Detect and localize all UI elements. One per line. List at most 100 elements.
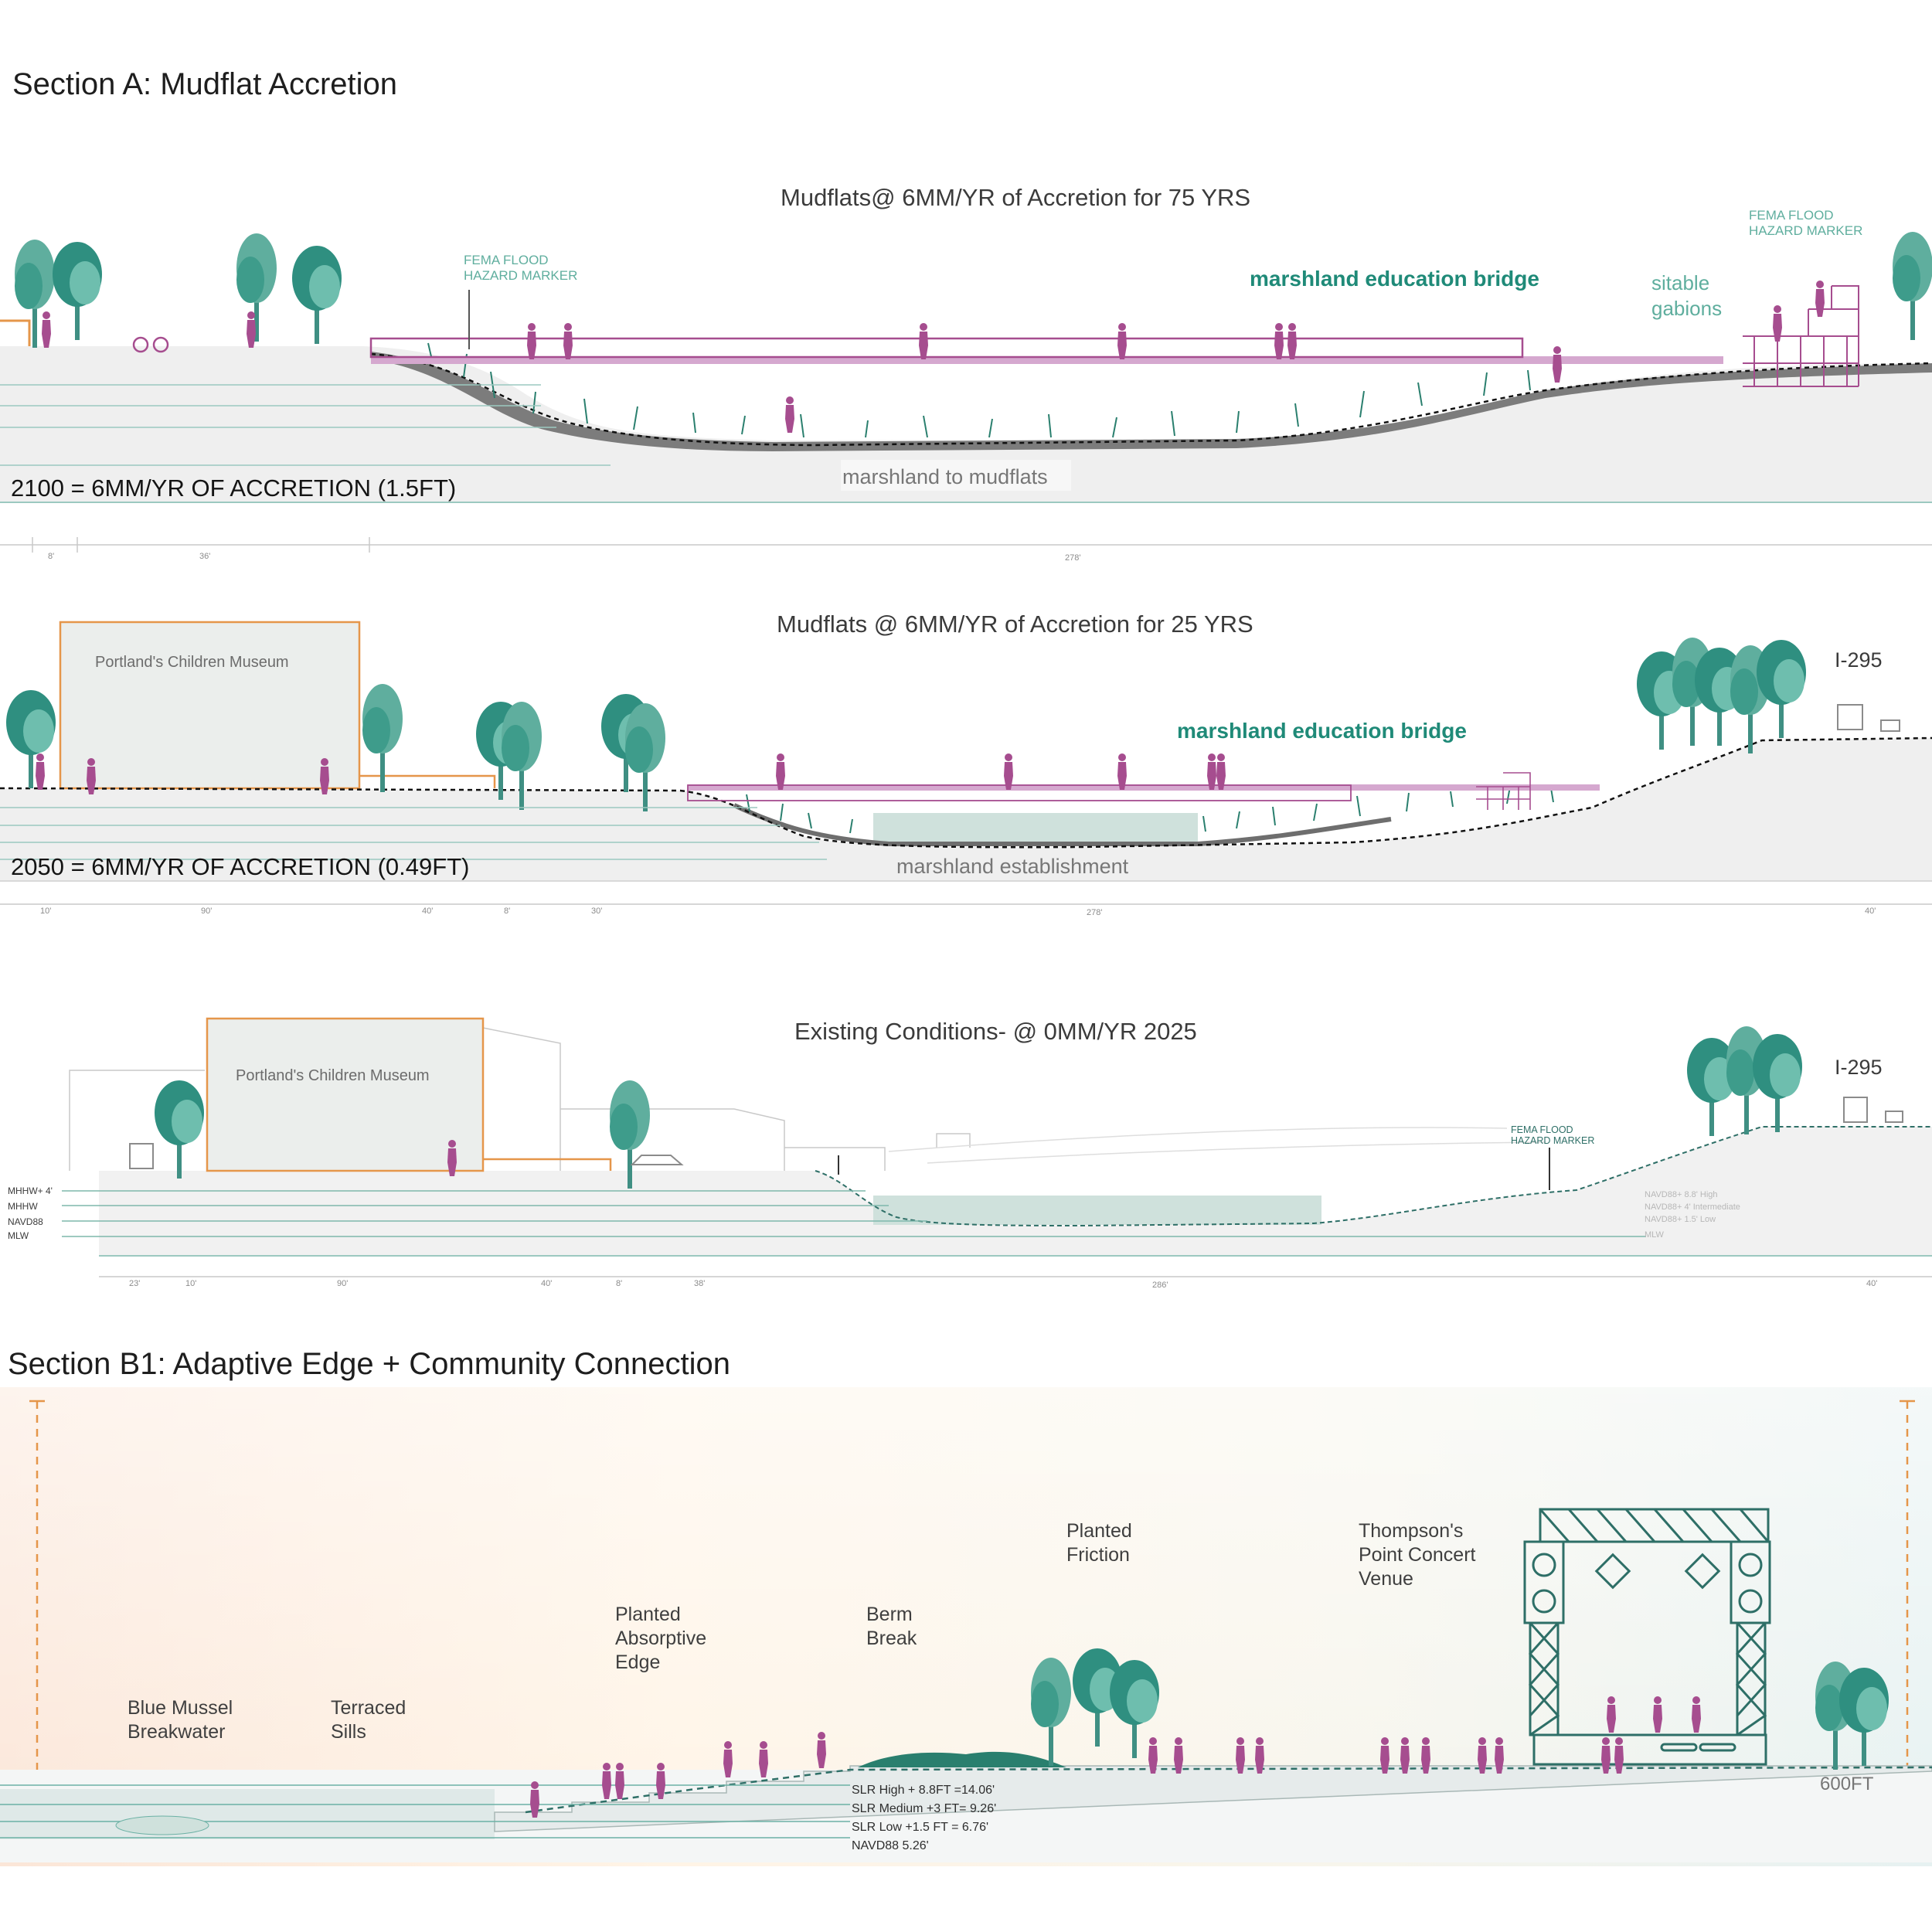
dim-label: 40' xyxy=(422,906,433,916)
fema-label-right-line1: FEMA FLOOD xyxy=(1749,208,1834,223)
section-b1-title: Section B1: Adaptive Edge + Community Co… xyxy=(8,1347,730,1381)
dim-label: 10' xyxy=(185,1279,196,1288)
ground-label-2100: marshland to mudflats xyxy=(842,465,1048,488)
datum-left: NAVD88 xyxy=(8,1216,43,1227)
waterline-2025 xyxy=(815,1126,1932,1227)
slr-label-navd88: NAVD88 5.26' xyxy=(852,1839,929,1852)
background-buildings-2025 xyxy=(69,1027,971,1171)
dim-label: 40' xyxy=(1865,906,1876,916)
gabion-label-line1: sitable xyxy=(1651,271,1709,294)
panel-2100-heading: Mudflats@ 6MM/YR of Accretion for 75 YRS xyxy=(781,184,1250,211)
orange-structure-2025 xyxy=(483,1158,612,1171)
bridge-label-2100: marshland education bridge xyxy=(1250,267,1539,291)
extent-marker-right xyxy=(1900,1400,1915,1862)
dim-label: 90' xyxy=(337,1279,348,1288)
dim-label: 10' xyxy=(40,906,51,916)
year-label-2100: 2100 = 6MM/YR OF ACCRETION (1.5FT) xyxy=(11,474,456,502)
slr-label-high: SLR High + 8.8FT =14.06' xyxy=(852,1784,995,1797)
orange-structure-2100 xyxy=(0,319,31,346)
fema-label-right-line2: HAZARD MARKER xyxy=(1749,223,1862,238)
bridge-rail-2050 xyxy=(687,784,1352,801)
datum-right: NAVD88+ 8.8' High xyxy=(1645,1190,1718,1199)
section-panel-2025: Existing Conditions- @ 0MM/YR 2025 Portl… xyxy=(8,1017,1932,1290)
datum-right: NAVD88+ 4' Intermediate xyxy=(1645,1202,1740,1212)
ground-profile-2050 xyxy=(0,738,1932,881)
ground-profile-2025 xyxy=(99,1127,1932,1256)
water-level-dashline xyxy=(525,1766,1932,1814)
slr-label-low: SLR Low +1.5 FT = 6.76' xyxy=(852,1821,988,1834)
highway-label-2025: I-295 xyxy=(1835,1056,1883,1079)
extent-label-600ft: 600FT xyxy=(1820,1774,1874,1794)
tree-icon xyxy=(292,246,342,344)
dim-label: 278' xyxy=(1065,553,1080,563)
museum-building-2050 xyxy=(59,621,361,790)
label-terraced-line1: Terraced xyxy=(331,1697,406,1719)
bridge-label-2050: marshland education bridge xyxy=(1177,719,1467,743)
label-berm-line2: Break xyxy=(866,1628,917,1649)
dim-label: 8' xyxy=(504,906,510,916)
dim-label: 40' xyxy=(541,1279,552,1288)
vehicles-2050 xyxy=(1837,704,1900,732)
b1-water xyxy=(0,1789,495,1839)
background-hills-2025 xyxy=(888,1127,1546,1164)
datum-left: MHHW+ 4' xyxy=(8,1185,53,1196)
gabions-2050 xyxy=(1476,772,1531,810)
tree-icon xyxy=(155,1080,204,1179)
label-planted-edge-line2: Absorptive xyxy=(615,1628,706,1649)
dim-label: 40' xyxy=(1866,1279,1877,1288)
year-label-2050: 2050 = 6MM/YR OF ACCRETION (0.49FT) xyxy=(11,853,469,880)
datum-lines-2025 xyxy=(62,1190,1646,1237)
water-body-2025 xyxy=(873,1196,1321,1225)
label-blue-mussel-line2: Breakwater xyxy=(128,1721,225,1743)
marsh-grass-2050 xyxy=(746,786,1554,834)
datum-left: MHHW xyxy=(8,1201,38,1212)
channel-bed-2050 xyxy=(733,803,1392,846)
dim-label: 38' xyxy=(694,1279,705,1288)
datum-right: NAVD88+ 1.5' Low xyxy=(1645,1215,1716,1224)
datum-lines-2100 xyxy=(0,384,611,466)
section-panel-2100: Mudflats@ 6MM/YR of Accretion for 75 YRS xyxy=(0,184,1932,563)
tree-icon xyxy=(53,242,102,340)
vehicles-2025 xyxy=(129,1097,1903,1169)
label-berm-line1: Berm xyxy=(866,1604,913,1625)
dim-label: 278' xyxy=(1087,908,1102,917)
dim-label: 8' xyxy=(616,1279,622,1288)
label-venue-line1: Thompson's xyxy=(1359,1520,1463,1542)
fema-label-left-line1: FEMA FLOOD xyxy=(464,253,549,267)
education-bridge-2100 xyxy=(371,356,1723,364)
tree-icon xyxy=(1757,640,1806,738)
bicycle-icon xyxy=(132,336,169,353)
fema-label-2025-line1: FEMA FLOOD xyxy=(1511,1124,1573,1135)
dim-label: 286' xyxy=(1152,1281,1168,1290)
tree-icon xyxy=(236,233,277,342)
tree-icon xyxy=(1893,232,1932,340)
gabion-label-line2: gabions xyxy=(1651,297,1722,320)
datum-lines-2050 xyxy=(0,807,827,860)
museum-building-2025 xyxy=(206,1017,485,1172)
datum-right: MLW xyxy=(1645,1230,1664,1240)
museum-label-2050: Portland's Children Museum xyxy=(95,654,289,671)
berm-break xyxy=(858,1751,1066,1767)
label-planted-edge-line3: Edge xyxy=(615,1651,660,1673)
label-planted-friction-line1: Planted xyxy=(1066,1520,1132,1542)
water-body-2050 xyxy=(873,813,1198,845)
ground-label-2050: marshland establishment xyxy=(896,855,1129,878)
label-venue-line3: Venue xyxy=(1359,1568,1413,1590)
ground-label-bg-2100 xyxy=(841,460,1071,491)
label-terraced-line2: Sills xyxy=(331,1721,366,1743)
dim-label: 23' xyxy=(129,1279,140,1288)
section-panel-2050: Mudflats @ 6MM/YR of Accretion for 25 YR… xyxy=(0,611,1932,917)
panel-2025-heading: Existing Conditions- @ 0MM/YR 2025 xyxy=(794,1018,1197,1045)
extent-marker-left xyxy=(29,1400,45,1862)
blue-mussel-breakwater xyxy=(115,1815,209,1835)
section-a-title: Section A: Mudflat Accretion xyxy=(12,67,397,101)
label-planted-friction-line2: Friction xyxy=(1066,1544,1130,1566)
datum-left: MLW xyxy=(8,1230,29,1241)
accretion-line-2100 xyxy=(370,352,1932,447)
label-venue-line2: Point Concert xyxy=(1359,1544,1476,1566)
dim-label: 8' xyxy=(48,552,54,561)
dim-label: 30' xyxy=(591,906,602,916)
section-panel-b1: Blue Mussel Breakwater Terraced Sills Pl… xyxy=(0,1387,1932,1866)
tree-icon xyxy=(1753,1034,1802,1132)
panel-2050-heading: Mudflats @ 6MM/YR of Accretion for 25 YR… xyxy=(777,611,1253,638)
